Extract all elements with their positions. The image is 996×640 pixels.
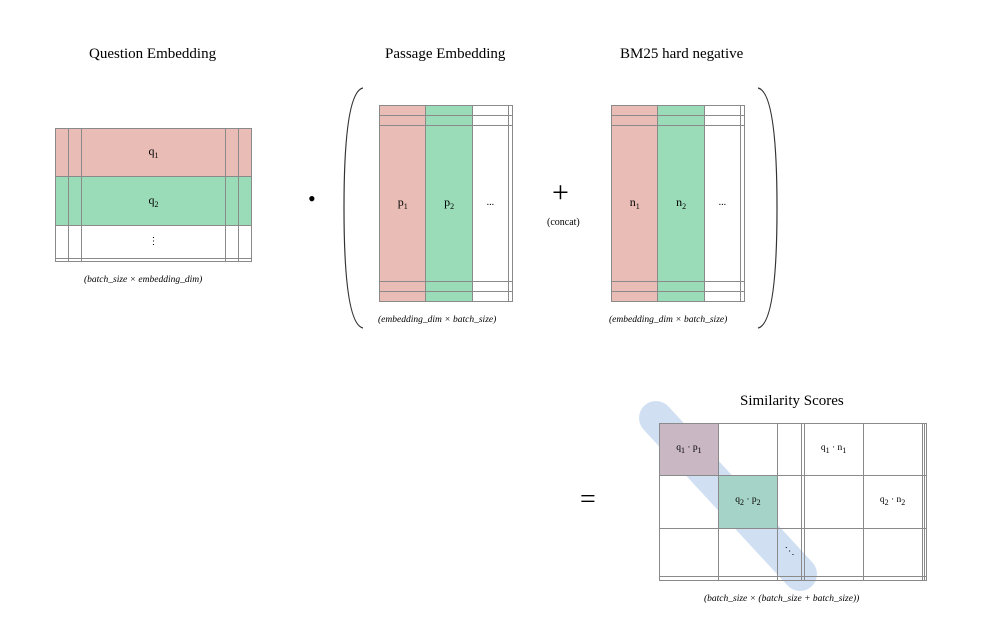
similarity-cell-q1-n1: q1 · n1 bbox=[803, 422, 864, 477]
similarity-dims-label: (batch_size × (batch_size + batch_size)) bbox=[704, 594, 860, 604]
similarity-scores-title: Similarity Scores bbox=[740, 393, 844, 409]
similarity-scores-matrix: q1 · p1 q1 · n1 q2 · p2 q2 · n2 ⋱ bbox=[659, 422, 928, 582]
dot-operator: • bbox=[308, 186, 316, 211]
passage-embedding-title: Passage Embedding bbox=[385, 46, 506, 62]
question-embedding-matrix: q1 q2 ⋮ bbox=[54, 127, 253, 263]
question-vertical-ellipsis: ⋮ bbox=[81, 224, 226, 259]
question-label-q2: q2 bbox=[81, 176, 226, 226]
question-row-2: q2 bbox=[54, 176, 253, 226]
question-embedding-title: Question Embedding bbox=[89, 46, 217, 62]
similarity-row-2: q2 · p2 q2 · n2 bbox=[659, 475, 928, 529]
question-row-3: ⋮ bbox=[54, 224, 253, 259]
question-row-1: q1 bbox=[54, 127, 253, 178]
bm25-hard-negative-matrix: n1 n2 ... bbox=[610, 105, 746, 302]
left-parenthesis bbox=[343, 87, 364, 329]
bm25-ellipsis: ... bbox=[703, 124, 741, 283]
bm25-label-n2: n2 bbox=[657, 124, 705, 283]
similarity-row-3: ⋱ bbox=[659, 527, 928, 577]
similarity-cell-q1-p1: q1 · p1 bbox=[659, 422, 719, 477]
passage-label-p1: p1 bbox=[378, 124, 427, 283]
plus-operator: + bbox=[552, 176, 569, 209]
question-label-q1: q1 bbox=[81, 127, 226, 178]
similarity-cell-q2-p2: q2 · p2 bbox=[717, 475, 778, 529]
similarity-cell-q2-n2: q2 · n2 bbox=[862, 475, 923, 529]
similarity-row-1: q1 · p1 q1 · n1 bbox=[659, 422, 928, 477]
bm25-dims-label: (embedding_dim × batch_size) bbox=[609, 315, 728, 325]
passage-ellipsis: ... bbox=[471, 124, 509, 283]
passage-dims-label: (embedding_dim × batch_size) bbox=[378, 315, 497, 325]
passage-embedding-matrix: p1 p2 ... bbox=[378, 105, 514, 302]
question-row-4 bbox=[54, 257, 253, 263]
question-dims-label: (batch_size × embedding_dim) bbox=[84, 275, 203, 285]
bm25-label-n1: n1 bbox=[610, 124, 659, 283]
similarity-row-4 bbox=[659, 575, 928, 582]
equals-operator: = bbox=[580, 484, 596, 515]
similarity-diagonal-ellipsis: ⋱ bbox=[776, 527, 803, 577]
concat-label: (concat) bbox=[547, 217, 580, 228]
bm25-hard-negative-title: BM25 hard negative bbox=[620, 46, 744, 62]
passage-label-p2: p2 bbox=[425, 124, 473, 283]
right-parenthesis bbox=[757, 87, 778, 329]
